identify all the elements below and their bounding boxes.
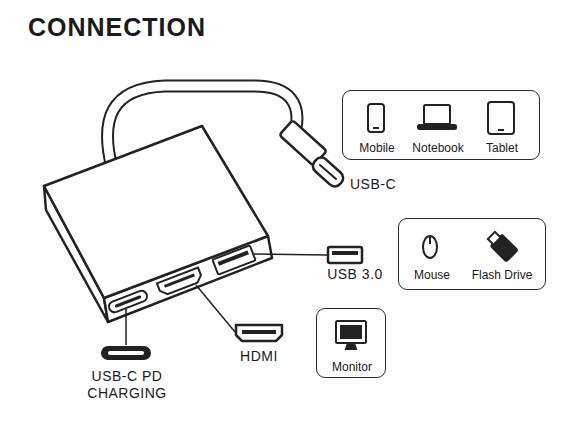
notebook-icon-screen xyxy=(424,105,450,124)
flash-drive-connector xyxy=(488,232,501,245)
device-group-box: Mobile Notebook Tablet xyxy=(342,90,540,160)
monitor-icon-display xyxy=(340,325,362,339)
device-icons xyxy=(336,102,518,349)
hdmi-port-pins xyxy=(164,273,195,287)
notebook-icon-base xyxy=(418,125,456,129)
device-label: Mouse xyxy=(414,268,450,282)
device-group-box: Mouse Flash Drive xyxy=(398,218,546,290)
monitor-icon-screen xyxy=(336,321,366,343)
usb-c-plug-slot xyxy=(108,351,144,355)
hub-body xyxy=(44,126,272,322)
usb-a-port xyxy=(212,245,255,274)
device-label: Mobile xyxy=(359,141,394,155)
port-name: USB-C PD CHARGING xyxy=(75,368,179,402)
hdmi-plug-icon xyxy=(236,325,282,341)
port-name: HDMI xyxy=(219,348,299,365)
tablet-icon-button xyxy=(498,129,504,131)
flash-drive-icon xyxy=(486,230,518,262)
usb-c-port xyxy=(107,289,148,314)
device-label: Tablet xyxy=(486,141,518,155)
title: CONNECTION xyxy=(28,12,206,42)
port-name: USB-C xyxy=(333,176,413,193)
usb3-leader xyxy=(254,254,327,255)
mouse-icon-wheel xyxy=(429,236,431,244)
device-label: Flash Drive xyxy=(472,268,533,282)
hdmi-port xyxy=(157,268,203,297)
hub-top-face xyxy=(44,126,268,298)
plug-tip-slot xyxy=(320,165,336,179)
mobile-icon-button xyxy=(373,127,379,129)
port-name: USB 3.0 xyxy=(310,266,400,283)
usb-a-plug-tongue xyxy=(332,251,358,255)
device-group-box: Monitor xyxy=(316,308,386,378)
usb-a-port-tongue xyxy=(218,251,249,266)
device-label: Monitor xyxy=(332,360,372,374)
plug-icons xyxy=(101,247,362,360)
usb-c-plug-tip xyxy=(310,155,346,190)
usb-c-plug-icon xyxy=(101,346,151,360)
hdmi-plug-pins xyxy=(242,330,276,334)
usb-c-pd-leader xyxy=(125,309,127,345)
usb-c-port-tongue xyxy=(114,295,141,308)
hub-ports xyxy=(107,245,255,313)
port-leaders xyxy=(126,254,327,345)
usb-a-plug-icon xyxy=(328,247,362,263)
tablet-icon xyxy=(488,102,514,134)
monitor-icon-stand xyxy=(346,343,356,349)
hdmi-leader xyxy=(196,285,235,332)
mouse-icon xyxy=(423,236,437,258)
mobile-icon xyxy=(368,104,384,132)
device-label: Notebook xyxy=(412,141,463,155)
